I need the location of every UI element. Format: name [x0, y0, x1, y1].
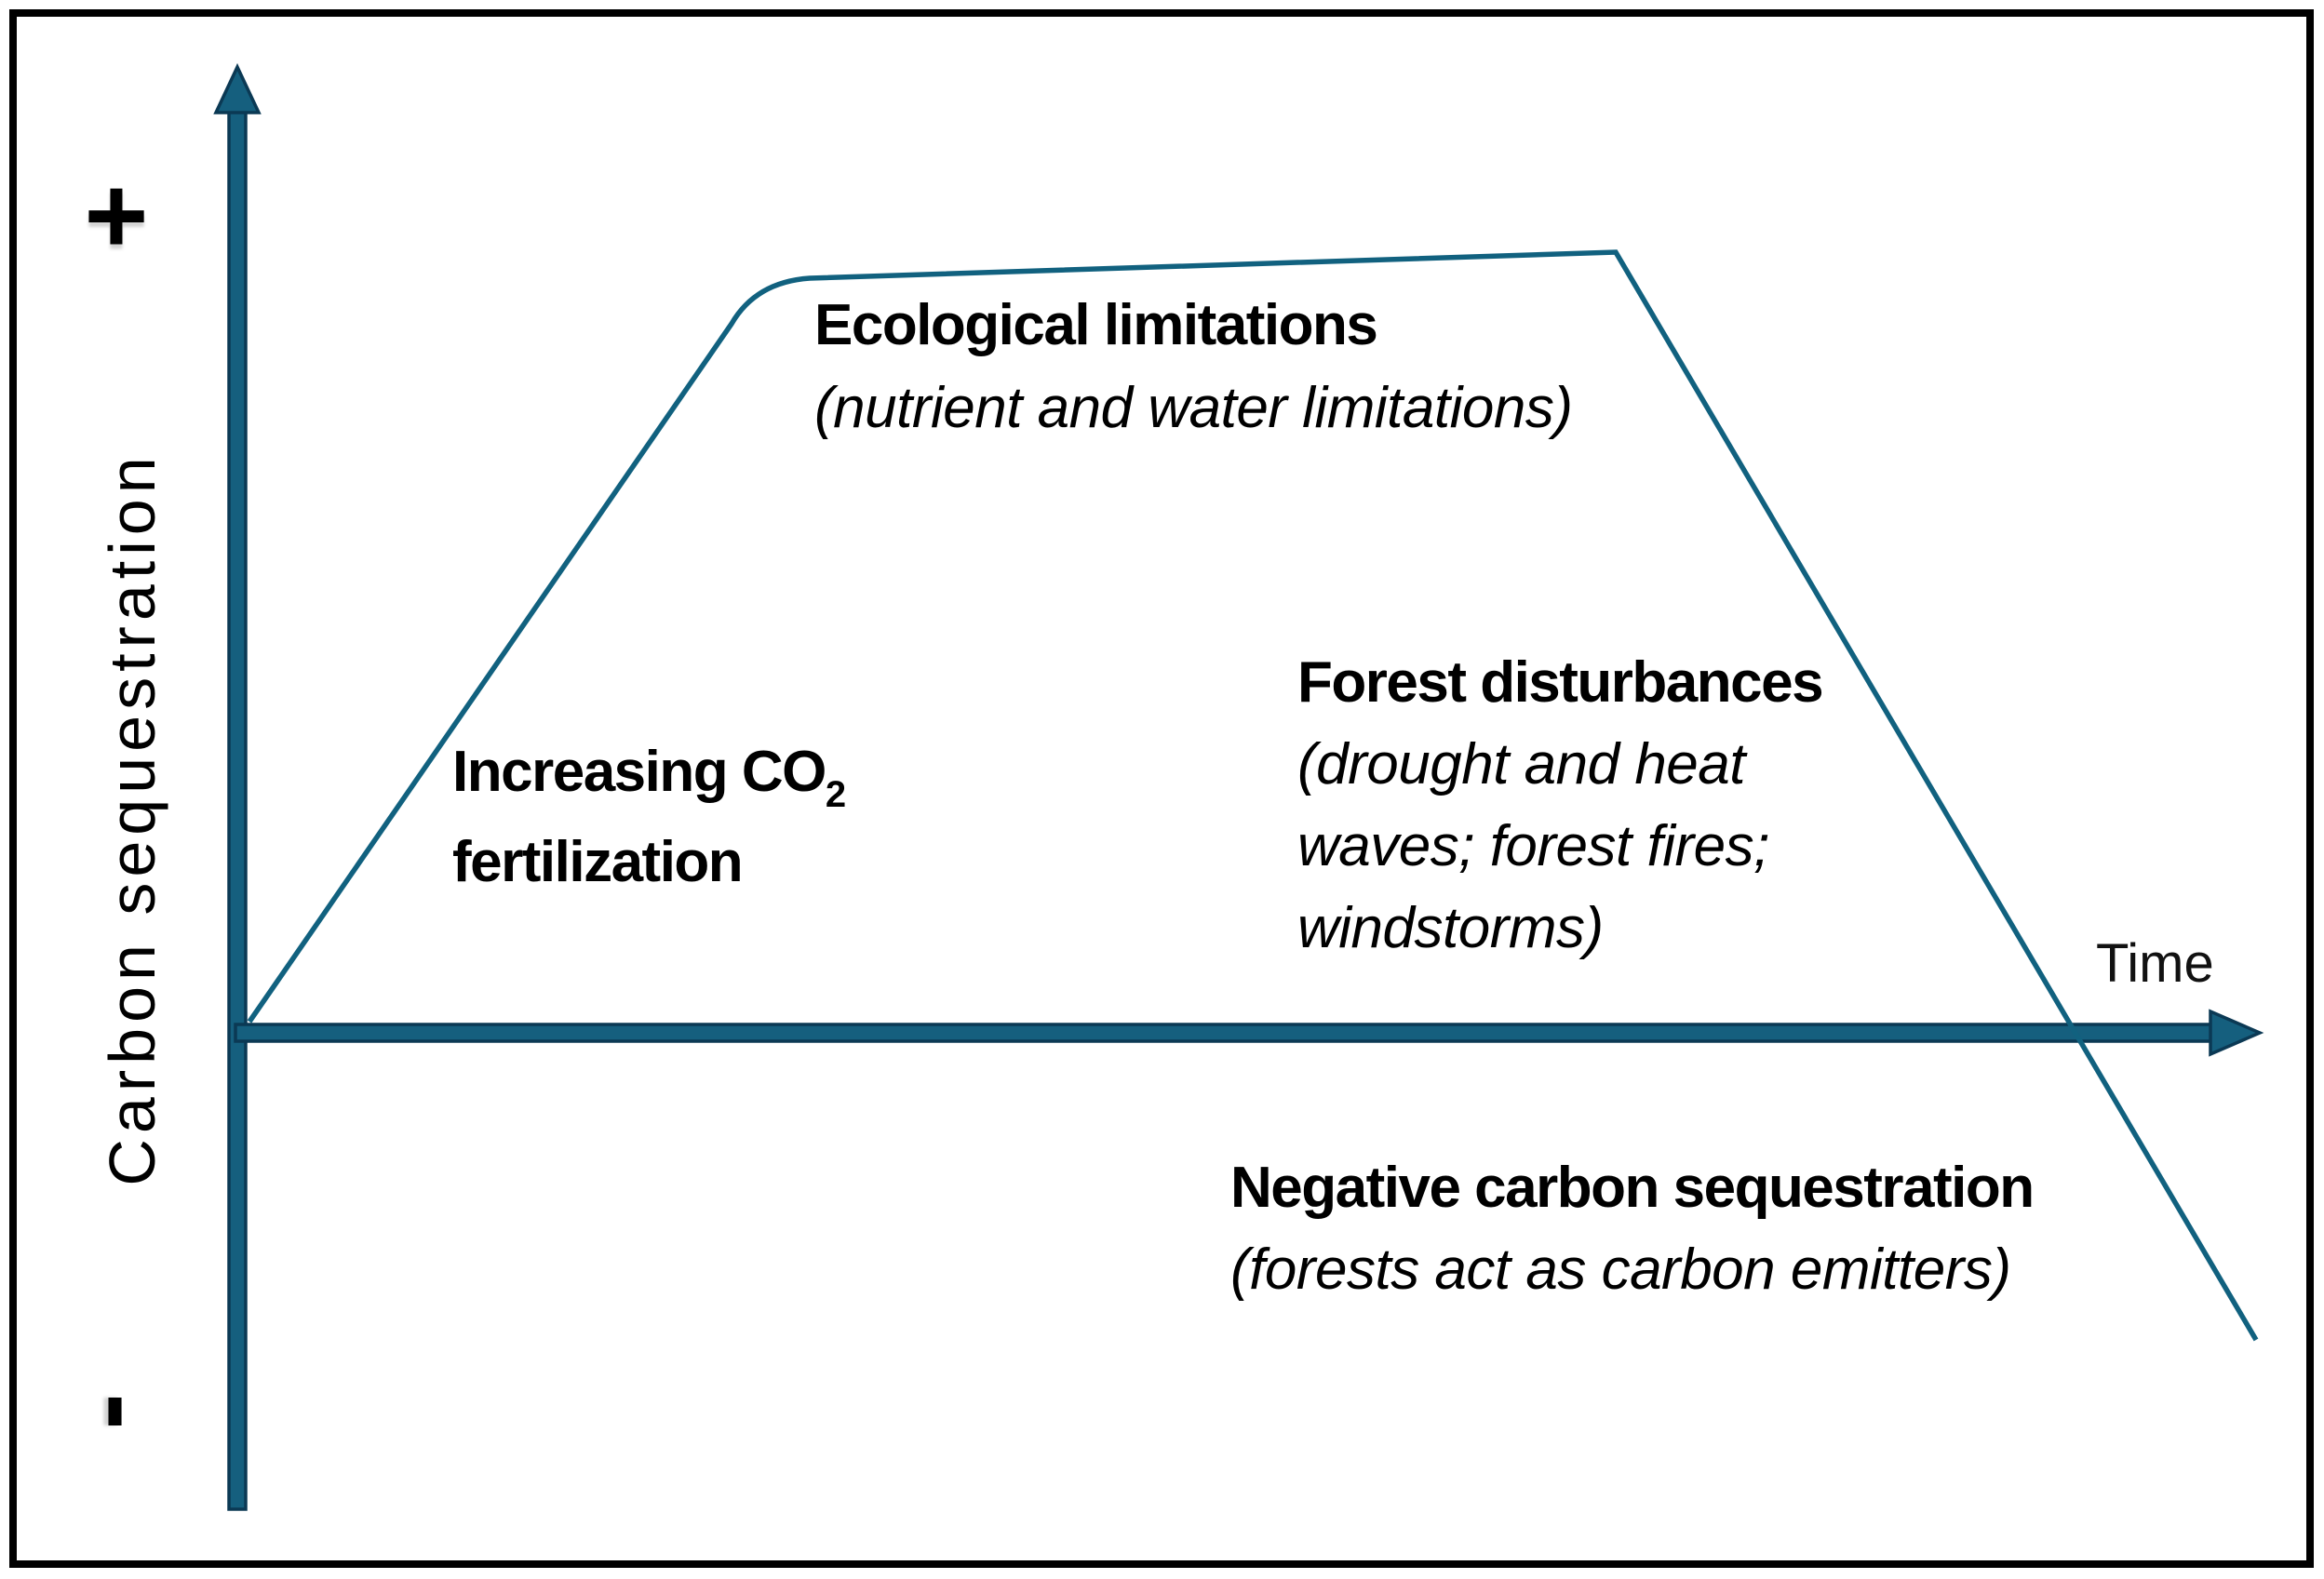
- forest-disturbances-line1: (drought and heat: [1297, 732, 1746, 796]
- figure-border-frame: [9, 9, 2314, 1568]
- ecological-limitations-title: Ecological limitations: [814, 293, 1378, 357]
- forest-disturbances-line2: waves; forest fires;: [1297, 814, 1769, 878]
- y-axis-arrow: [213, 62, 262, 1511]
- co2-fertilization-line1-text: Increasing CO: [452, 740, 826, 804]
- annotation-forest-disturbances: Forest disturbances (drought and heat wa…: [1297, 642, 1824, 970]
- annotation-negative-sequestration: Negative carbon sequestration (forests a…: [1230, 1147, 2035, 1311]
- co2-subscript: 2: [825, 774, 847, 815]
- x-axis-arrow: [234, 1009, 2264, 1057]
- sequestration-curve: [247, 249, 2259, 1342]
- co2-fertilization-line2: fertilization: [452, 830, 744, 894]
- negative-sequestration-subtitle: (forests act as carbon emitters): [1230, 1238, 2011, 1302]
- co2-fertilization-line1: Increasing CO2: [452, 730, 846, 821]
- annotation-ecological-limitations: Ecological limitations (nutrient and wat…: [814, 284, 1573, 449]
- y-axis-plus-sign: +: [84, 154, 149, 277]
- forest-disturbances-title: Forest disturbances: [1297, 650, 1824, 715]
- ecological-limitations-subtitle: (nutrient and water limitations): [814, 376, 1573, 440]
- negative-sequestration-title: Negative carbon sequestration: [1230, 1156, 2035, 1220]
- forest-disturbances-line3: windstorms): [1297, 896, 1604, 960]
- y-axis-minus-sign: -: [62, 1393, 185, 1430]
- annotation-co2-fertilization: Increasing CO2 fertilization: [452, 730, 846, 903]
- y-axis-title: Carbon sequestration: [96, 451, 168, 1186]
- x-axis-title: Time: [2096, 933, 2214, 994]
